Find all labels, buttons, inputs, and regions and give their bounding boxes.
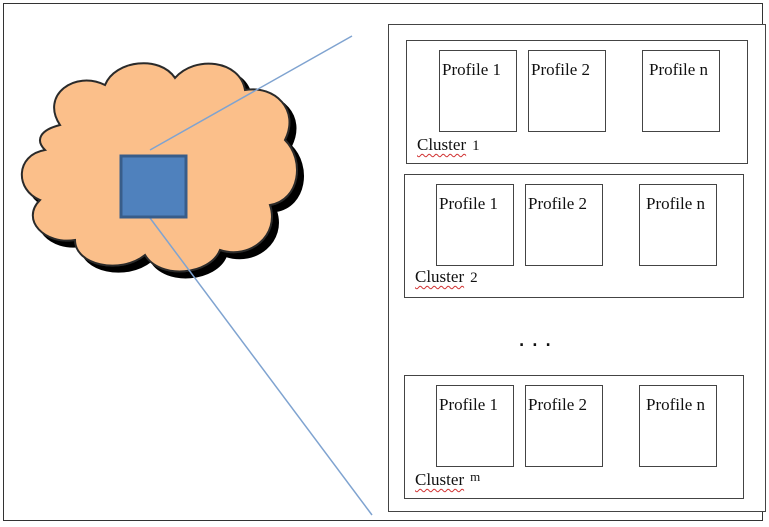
- profile-box: Profile 1: [436, 385, 514, 467]
- node-square: [119, 154, 188, 219]
- profile-box: Profile 2: [528, 50, 606, 132]
- cluster-label-number: 2: [470, 270, 478, 286]
- cluster-1: Profile 1 Profile 2 Profile n Cluster 1: [406, 40, 748, 164]
- cluster-label-word: Cluster: [415, 267, 465, 286]
- profile-box: Profile 1: [436, 184, 514, 266]
- connector-line-top: [149, 35, 353, 151]
- cluster-label-number: m: [470, 469, 481, 484]
- connector-line-bottom: [149, 217, 373, 516]
- cluster-label-word: Cluster: [417, 135, 467, 154]
- ellipsis: ...: [518, 322, 558, 352]
- cluster-label: Cluster 2: [415, 267, 478, 287]
- cluster-label: Cluster m: [415, 469, 481, 490]
- profile-box: Profile 2: [525, 184, 603, 266]
- profile-box: Profile 2: [525, 385, 603, 467]
- cluster-label-word: Cluster: [415, 470, 465, 489]
- cluster-m: Profile 1 Profile 2 Profile n Cluster m: [404, 375, 744, 499]
- profile-box: Profile n: [642, 50, 720, 132]
- cluster-label: Cluster 1: [417, 135, 480, 155]
- profile-box: Profile 1: [439, 50, 517, 132]
- profile-box: Profile n: [639, 184, 717, 266]
- cluster-2: Profile 1 Profile 2 Profile n Cluster 2: [404, 174, 744, 298]
- profile-box: Profile n: [639, 385, 717, 467]
- cluster-label-number: 1: [472, 138, 480, 154]
